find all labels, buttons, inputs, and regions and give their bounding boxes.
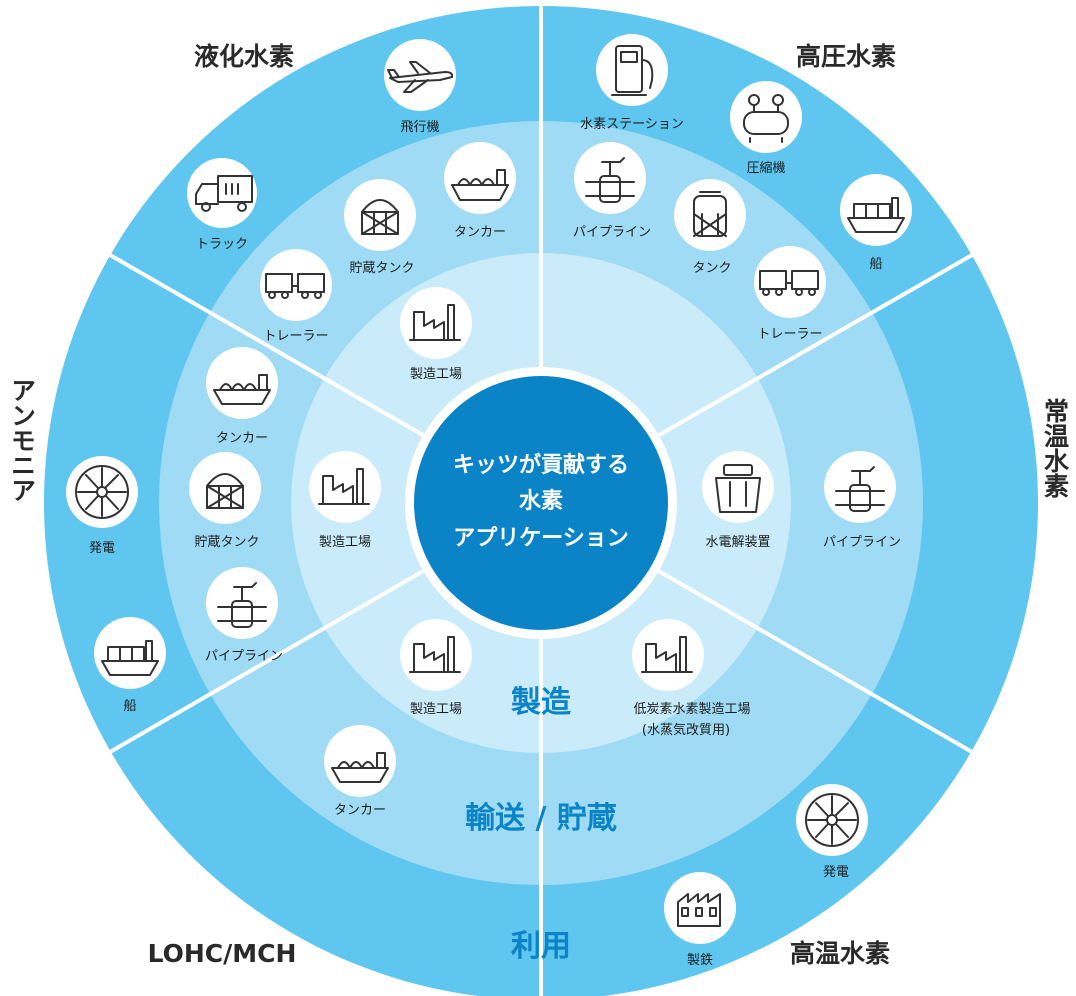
- segment-ambient-hydrogen: 常温水素: [1041, 398, 1070, 498]
- label-truck: トラック: [196, 237, 248, 252]
- label-ship-ammonia: 船: [123, 699, 136, 714]
- node-ship-ammonia: [94, 617, 166, 689]
- label-trailer-liquid: トレーラー: [263, 329, 328, 344]
- tanker-icon: [451, 169, 509, 201]
- node-tanker-liquid: [444, 142, 516, 214]
- node-tanker-ammonia: [206, 347, 278, 419]
- fuel-pump-icon: [611, 45, 654, 96]
- segment-liquid-hydrogen: 液化水素: [194, 42, 294, 71]
- label-factory-lohc: 製造工場: [410, 702, 462, 717]
- ring-label-production: 製造: [511, 685, 571, 720]
- turbine-icon: [75, 465, 129, 519]
- center-title-line3: アプリケーション: [453, 526, 629, 551]
- node-factory-liquid: [400, 287, 472, 359]
- segment-lohc-mch: LOHC/MCH: [148, 939, 297, 968]
- trailer-icon: [265, 273, 325, 299]
- factory-icon: [409, 636, 461, 673]
- tank-icon: [693, 191, 727, 237]
- node-storage-tank-liquid: [344, 179, 416, 251]
- label-factory-ammonia: 製造工場: [319, 535, 371, 550]
- node-storage-tank-ammonia: [189, 452, 261, 524]
- label-tank-high-pressure: タンク: [692, 261, 731, 276]
- label-tanker-liquid: タンカー: [454, 225, 506, 240]
- valve-icon: [217, 582, 267, 628]
- label-electrolyzer: 水電解装置: [705, 535, 770, 550]
- center-title-line1: キッツが貢献する: [453, 452, 629, 478]
- node-pipeline-high-pressure: [574, 142, 646, 214]
- node-aircraft: [384, 39, 456, 111]
- factory-icon: [641, 636, 693, 673]
- node-factory-lohc: [400, 619, 472, 691]
- ring-label-transport: 輸送 / 貯蔵: [465, 801, 617, 836]
- trailer-icon: [759, 270, 819, 296]
- label-hydrogen-station: 水素ステーション: [580, 117, 684, 132]
- steel-mill-icon: [677, 893, 721, 927]
- storage-tank-icon: [206, 473, 244, 509]
- node-pipeline-ambient: [824, 451, 896, 523]
- tanker-icon: [331, 752, 389, 783]
- label-power-high-temp: 発電: [823, 865, 849, 880]
- factory-icon: [409, 304, 461, 341]
- node-electrolyzer: [702, 451, 774, 523]
- node-power-ammonia: [66, 456, 138, 528]
- node-trailer-liquid: [260, 249, 332, 321]
- node-steel: [664, 872, 736, 944]
- node-hydrogen-station: [596, 34, 668, 106]
- truck-icon: [195, 175, 253, 212]
- node-tank-high-pressure: [674, 179, 746, 251]
- label-steel: 製鉄: [687, 953, 713, 968]
- segment-high-pressure-hydrogen: 高圧水素: [796, 42, 896, 71]
- storage-tank-icon: [361, 199, 399, 235]
- label-aircraft: 飛行機: [400, 120, 439, 135]
- center-title-line2: 水素: [519, 488, 563, 514]
- valve-icon: [835, 466, 885, 512]
- label-power-ammonia: 発電: [89, 541, 115, 556]
- segment-high-temp-hydrogen: 高温水素: [790, 939, 890, 968]
- node-factory-ammonia: [309, 451, 381, 523]
- label-pipeline-high-pressure: パイプライン: [573, 225, 651, 240]
- electrolyzer-icon: [715, 464, 761, 513]
- label-low-carbon-factory-line2: (水蒸気改質用): [642, 722, 730, 738]
- label-low-carbon-factory-line1: 低炭素水素製造工場: [633, 702, 750, 717]
- airplane-icon: [387, 61, 454, 93]
- node-power-high-temp: [796, 784, 868, 856]
- label-pipeline-ammonia: パイプライン: [205, 649, 283, 664]
- ship-icon: [101, 640, 159, 676]
- label-pipeline-ambient: パイプライン: [823, 535, 901, 550]
- valve-icon: [585, 157, 635, 203]
- node-ship-high-pressure: [840, 174, 912, 246]
- ship-icon: [847, 197, 905, 233]
- label-compressor: 圧縮機: [746, 160, 785, 176]
- label-storage-tank-liquid: 貯蔵タンク: [349, 261, 414, 276]
- label-ship-high-pressure: 船: [869, 257, 882, 272]
- factory-icon: [318, 468, 370, 505]
- node-tanker-lohc: [324, 725, 396, 797]
- node-trailer-high-pressure: [754, 246, 826, 318]
- label-tanker-ammonia: タンカー: [216, 431, 268, 446]
- label-tanker-lohc: タンカー: [334, 803, 386, 818]
- compressor-icon: [743, 94, 789, 143]
- node-truck: [187, 158, 257, 228]
- tanker-icon: [213, 374, 271, 405]
- node-low-carbon-factory: [632, 619, 704, 691]
- turbine-icon: [805, 793, 859, 847]
- label-storage-tank-ammonia: 貯蔵タンク: [194, 535, 259, 550]
- segment-ammonia: アンモニア: [8, 378, 37, 503]
- ring-label-usage: 利用: [511, 929, 571, 964]
- center-core: [414, 376, 668, 630]
- label-factory-liquid: 製造工場: [410, 367, 462, 382]
- node-pipeline-ammonia: [206, 567, 278, 639]
- node-compressor: [730, 81, 802, 153]
- label-trailer-high-pressure: トレーラー: [757, 327, 822, 342]
